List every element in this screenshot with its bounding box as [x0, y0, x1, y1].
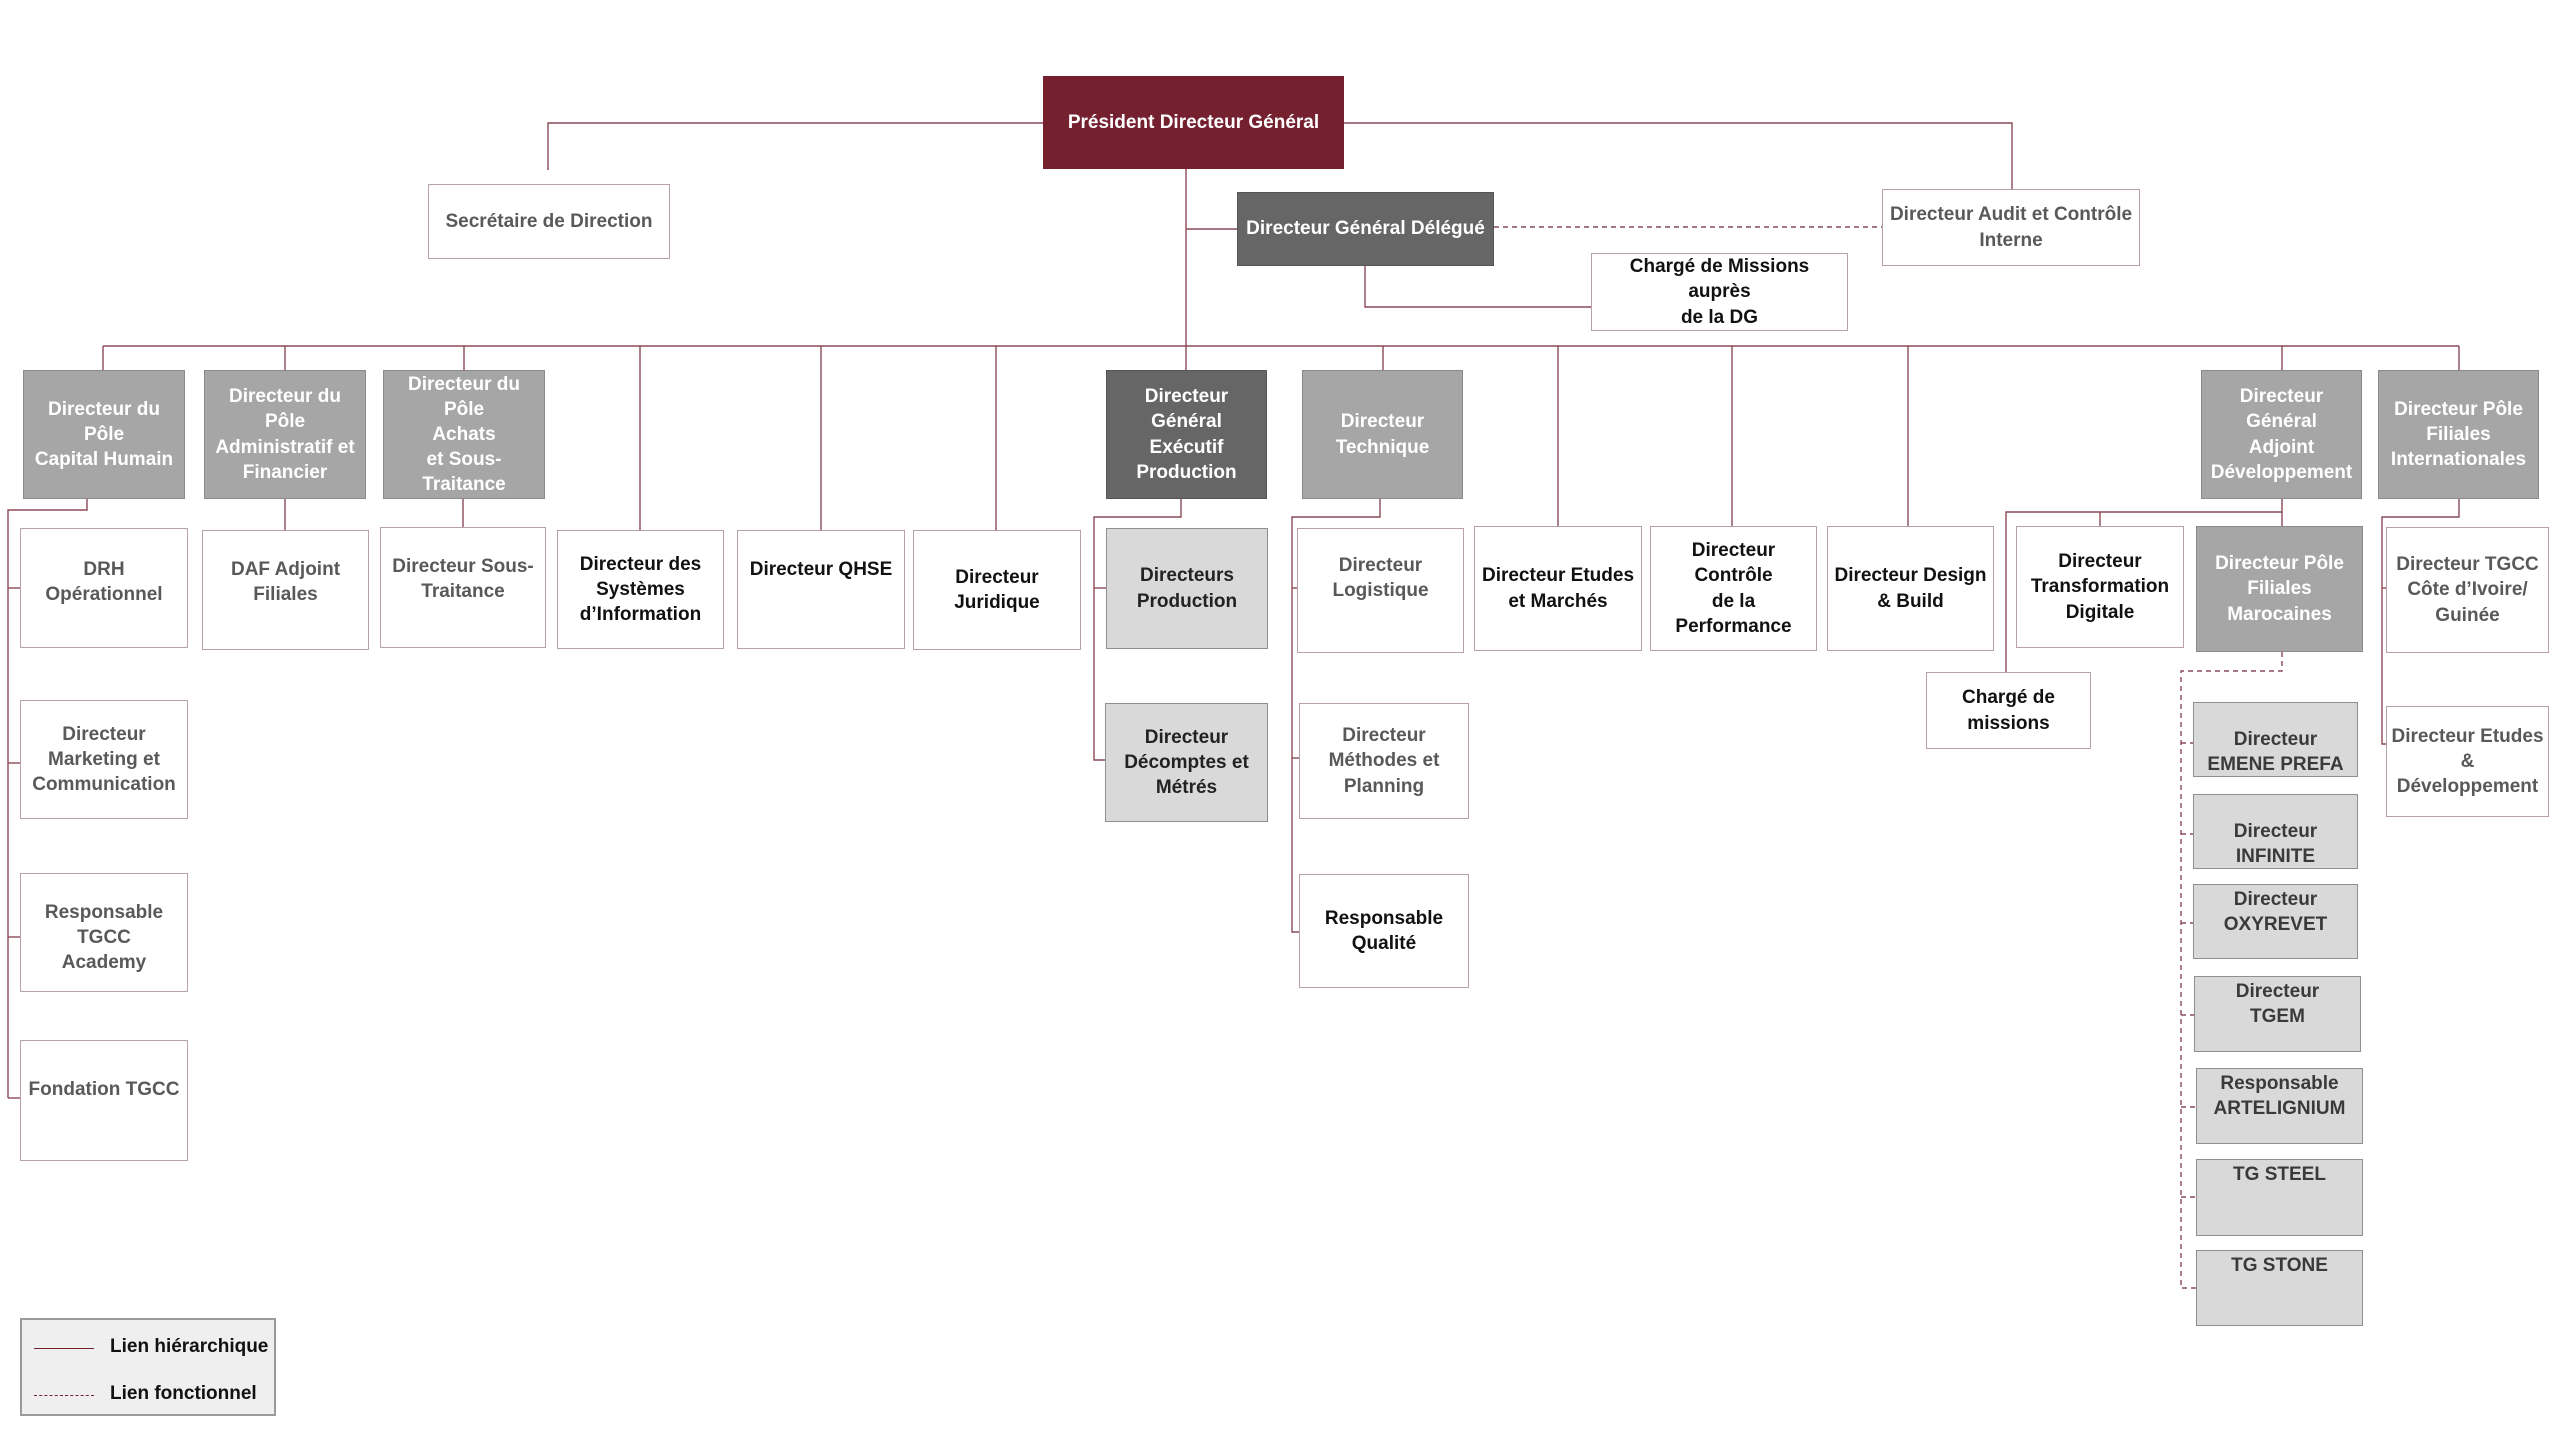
dir-technique-box: Directeur Technique [1302, 370, 1463, 499]
logistique-box: Directeur Logistique [1297, 528, 1464, 653]
fondation-box: Fondation TGCC [20, 1040, 188, 1161]
audit-box: Directeur Audit et Contrôle Interne [1882, 189, 2140, 266]
directeurs-production-box: Directeurs Production [1106, 528, 1268, 649]
legend: Lien hiérarchique Lien fonctionnel [20, 1318, 276, 1416]
drh-operationnel-box: DRH Opérationnel [20, 528, 188, 648]
design-build-box: Directeur Design & Build [1827, 526, 1994, 651]
decomptes-box: Directeur Décomptes et Métrés [1105, 703, 1268, 822]
emene-prefa-box: Directeur EMENE PREFA [2193, 702, 2358, 777]
transformation-digitale-box: Directeur Transformation Digitale [2016, 526, 2184, 648]
solid-line-icon [34, 1348, 94, 1349]
tg-stone-box: TG STONE [2196, 1250, 2363, 1326]
qhse-box: Directeur QHSE [737, 530, 905, 649]
juridique-box: Directeur Juridique [913, 530, 1081, 650]
charge-missions-box: Chargé de missions [1926, 672, 2091, 749]
sous-traitance-box: Directeur Sous- Traitance [380, 527, 546, 648]
legend-functional-label: Lien fonctionnel [110, 1383, 257, 1404]
etudes-marches-box: Directeur Etudes et Marchés [1474, 526, 1642, 651]
tgem-box: Directeur TGEM [2194, 976, 2361, 1052]
tgcc-ci-guinee-box: Directeur TGCC Côte d’Ivoire/ Guinée [2386, 527, 2549, 653]
etudes-developpement-box: Directeur Etudes & Développement [2386, 706, 2549, 817]
qualite-box: Responsable Qualité [1299, 874, 1469, 988]
pole-achats-box: Directeur du Pôle Achats et Sous-Traitan… [383, 370, 545, 499]
marketing-box: Directeur Marketing et Communication [20, 700, 188, 819]
secretaire-box: Secrétaire de Direction [428, 184, 670, 259]
dg-executif-box: Directeur Général Exécutif Production [1106, 370, 1267, 499]
daf-adjoint-box: DAF Adjoint Filiales [202, 530, 369, 650]
pole-admin-financier-box: Directeur du Pôle Administratif et Finan… [204, 370, 366, 499]
dga-developpement-box: Directeur Général Adjoint Développement [2201, 370, 2362, 499]
tgcc-academy-box: Responsable TGCC Academy [20, 873, 188, 992]
pole-capital-humain-box: Directeur du Pôle Capital Humain [23, 370, 185, 499]
tg-steel-box: TG STEEL [2196, 1159, 2363, 1236]
infinite-box: Directeur INFINITE [2193, 794, 2358, 869]
pole-filiales-maroc-box: Directeur Pôle Filiales Marocaines [2196, 526, 2363, 652]
controle-performance-box: Directeur Contrôle de la Performance [1650, 526, 1817, 651]
dgd-box: Directeur Général Délégué [1237, 192, 1494, 266]
dashed-line-icon [34, 1395, 94, 1396]
pdg-box: Président Directeur Général [1043, 76, 1344, 169]
qualite-title: Responsable Qualité [1324, 907, 1444, 954]
artelignium-box: Responsable ARTELIGNIUM [2196, 1068, 2363, 1144]
pole-filiales-int-box: Directeur Pôle Filiales Internationales [2378, 370, 2539, 499]
charge-missions-dg-box: Chargé de Missions auprès de la DG [1591, 253, 1848, 331]
legend-hierarchical-label: Lien hiérarchique [110, 1336, 269, 1357]
systemes-info-box: Directeur des Systèmes d’Information [557, 530, 724, 649]
oxyrevet-box: Directeur OXYREVET [2193, 884, 2358, 959]
methodes-box: Directeur Méthodes et Planning [1299, 703, 1469, 819]
